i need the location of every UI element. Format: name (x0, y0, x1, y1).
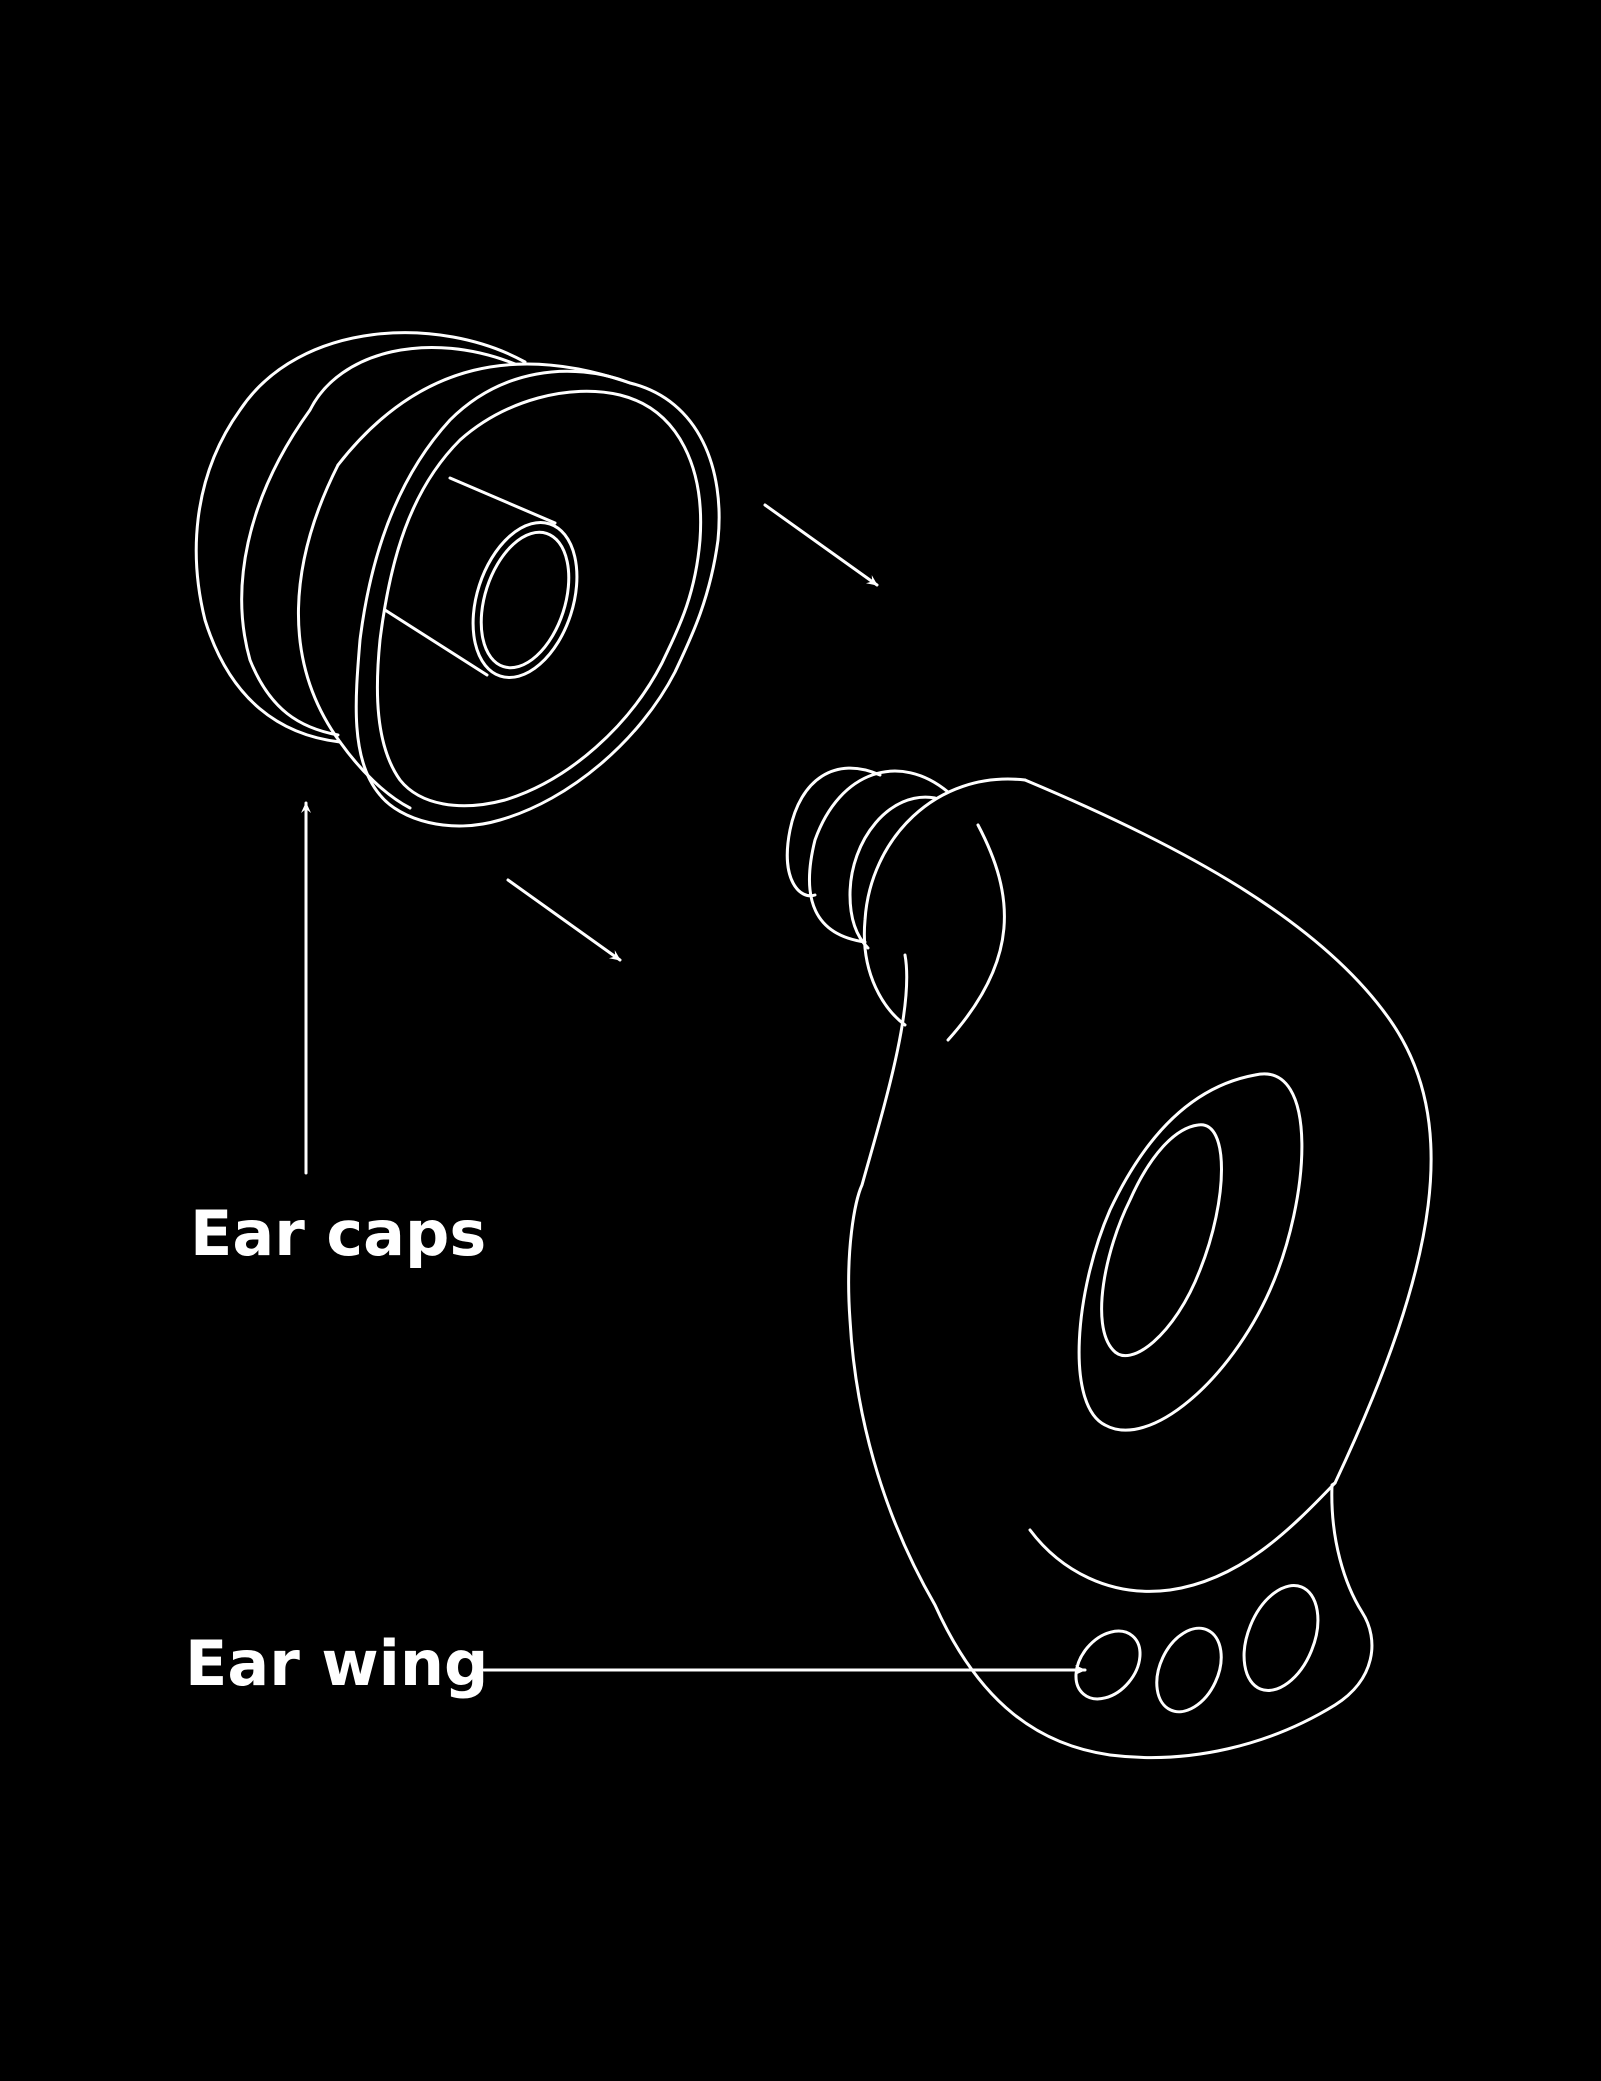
earbud-tip-flange-1 (785, 766, 882, 898)
ear-cap-band-lower (297, 463, 412, 810)
ear-caps-label: Ear caps (190, 1197, 486, 1270)
ear-wing-dot-2 (1155, 1626, 1223, 1714)
ear-cap-back-ring-outer (194, 331, 527, 744)
earbud-wing-seam (1028, 1481, 1337, 1593)
ear-cap-front-rim-outer (354, 369, 721, 828)
ear-cap-illustration (194, 331, 721, 828)
earbud-stem (946, 823, 1006, 1042)
ear-cap-front-rim-inner (375, 389, 703, 808)
ear-cap-nozzle-opening-inner (479, 530, 571, 670)
earbud-speaker-outer (1077, 1072, 1304, 1432)
earbud-speaker-inner (1100, 1123, 1223, 1357)
ear-wing-dot-1 (1074, 1629, 1142, 1701)
ear-cap-nozzle-top-edge (448, 476, 557, 525)
earbud-tip-flange-2 (807, 769, 950, 944)
ear-wing-dot-3 (1242, 1584, 1320, 1692)
ear-cap-nozzle-opening-outer (471, 520, 579, 680)
earbud-tip-flange-4 (862, 777, 1027, 1027)
earbud-body-outline (847, 778, 1433, 1760)
ear-wing-label: Ear wing (185, 1627, 488, 1700)
ear-cap-band (336, 362, 632, 467)
ear-cap-back-ring-inner (240, 346, 517, 737)
assembly-arrow-lower (506, 878, 622, 962)
ear-cap-nozzle-bottom-edge (383, 608, 489, 677)
earbud-tip-flange-3 (848, 795, 937, 950)
assembly-arrow-upper (763, 503, 879, 587)
earbud-illustration (785, 766, 1433, 1760)
assembly-arrows (301, 503, 1087, 1675)
